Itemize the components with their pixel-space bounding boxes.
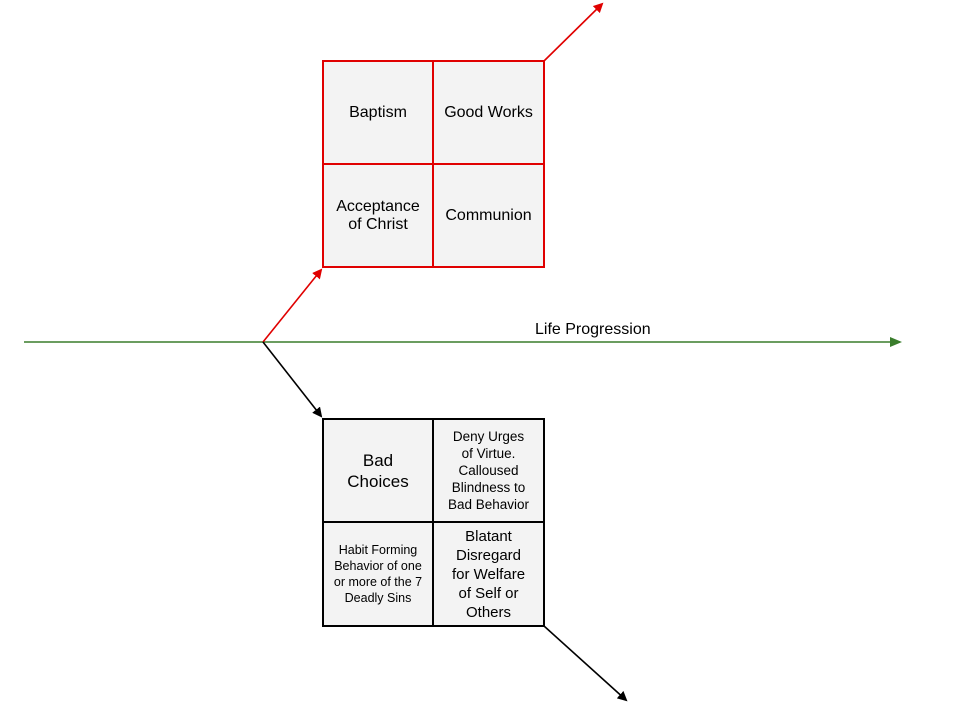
lower-exit-arrow <box>543 625 628 702</box>
habit-forming-label: Habit Forming Behavior of one or more of… <box>333 543 423 605</box>
baptism-cell: Baptism <box>322 60 434 165</box>
upper-branch-arrow <box>262 268 323 343</box>
bad-choices-cell: Bad Choices <box>322 418 434 523</box>
blatant-disregard-label: Blatant Disregard for Welfare of Self or… <box>451 527 526 621</box>
acceptance-of-christ-label: Acceptance of Christ <box>336 197 420 233</box>
baptism-label: Baptism <box>349 103 407 121</box>
blatant-disregard-cell: Blatant Disregard for Welfare of Self or… <box>432 521 545 627</box>
good-works-label: Good Works <box>444 103 533 121</box>
upper-exit-arrow <box>543 2 604 62</box>
deny-urges-label: Deny Urges of Virtue. Calloused Blindnes… <box>447 429 530 512</box>
life-progression-label: Life Progression <box>535 321 651 338</box>
communion-cell: Communion <box>432 163 545 268</box>
good-works-cell: Good Works <box>432 60 545 165</box>
lower-branch-arrow <box>262 341 323 418</box>
acceptance-of-christ-cell: Acceptance of Christ <box>322 163 434 268</box>
habit-forming-cell: Habit Forming Behavior of one or more of… <box>322 521 434 627</box>
bad-choices-label: Bad Choices <box>347 450 409 491</box>
deny-urges-cell: Deny Urges of Virtue. Calloused Blindnes… <box>432 418 545 523</box>
communion-label: Communion <box>445 206 532 224</box>
